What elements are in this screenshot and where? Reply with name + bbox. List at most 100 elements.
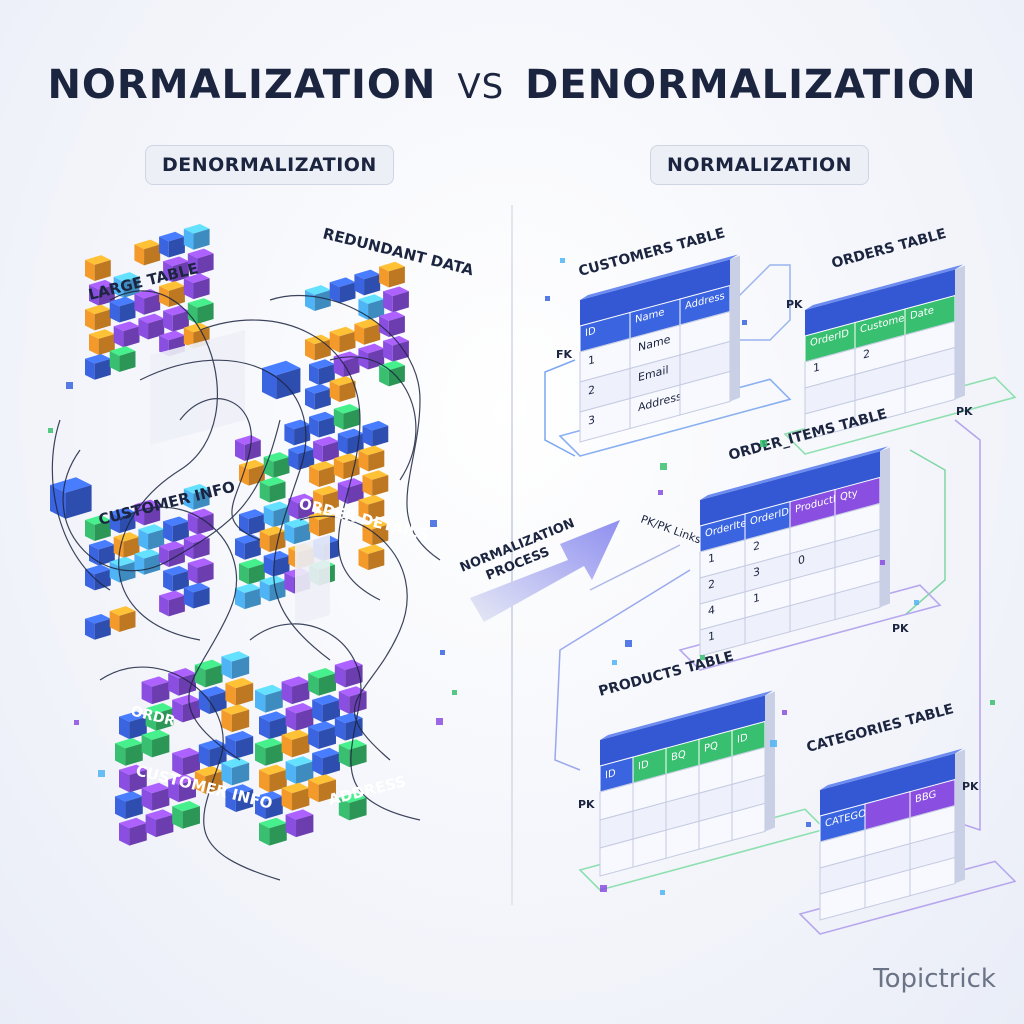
- table-cell: 2: [863, 347, 870, 362]
- data-cube: [309, 411, 335, 438]
- table-header-cell: ID: [605, 768, 616, 782]
- data-cube: [308, 774, 336, 803]
- denormalized-cube-cluster: [50, 223, 409, 846]
- particle-dot: [560, 258, 565, 263]
- data-cube: [235, 533, 261, 560]
- table-cell: 3: [588, 413, 595, 428]
- data-cube: [159, 590, 185, 617]
- data-cube: [109, 606, 136, 632]
- data-cube: [379, 311, 405, 337]
- data-cube: [172, 800, 200, 829]
- data-cube: [329, 376, 356, 402]
- data-cube: [358, 445, 385, 472]
- data-cube: [159, 231, 185, 258]
- data-cube: [362, 420, 389, 447]
- data-cube: [221, 757, 250, 786]
- section-divider: [511, 205, 513, 905]
- data-cube: [85, 515, 111, 541]
- data-cube: [312, 694, 340, 723]
- data-cube: [337, 478, 364, 504]
- table-cell: 0: [798, 553, 805, 568]
- data-cube: [308, 721, 336, 749]
- data-cube: [109, 507, 136, 534]
- data-cube: [337, 428, 364, 455]
- data-cube: [183, 483, 210, 510]
- data-cube: [113, 532, 140, 558]
- particle-dot: [74, 720, 79, 725]
- particle-dot: [66, 382, 73, 389]
- data-cube: [187, 298, 214, 324]
- tangled-lines: [51, 290, 441, 881]
- particle-dot: [545, 296, 550, 301]
- particle-dot: [990, 700, 995, 705]
- table-cell: 3: [753, 565, 760, 580]
- data-cube: [259, 526, 286, 552]
- title-denormalization: DENORMALIZATION: [525, 62, 977, 108]
- title-vs: VS: [457, 67, 505, 107]
- table-header-cell: ID: [638, 759, 649, 773]
- data-cube: [141, 782, 170, 811]
- particle-dot: [782, 710, 787, 715]
- data-cube: [225, 730, 254, 759]
- particles: [48, 258, 995, 895]
- data-cube: [259, 711, 287, 740]
- data-cube: [194, 659, 223, 688]
- data-cube: [163, 256, 189, 283]
- data-cube: [194, 765, 223, 794]
- particle-dot: [880, 560, 885, 565]
- data-cube: [354, 269, 381, 296]
- data-cube: [362, 470, 389, 497]
- data-cube: [288, 493, 315, 520]
- data-cube: [168, 667, 196, 696]
- data-cube: [281, 676, 310, 705]
- data-cube: [255, 684, 283, 713]
- data-cube: [235, 583, 261, 610]
- table-cell: 2: [753, 539, 760, 554]
- data-cube: [255, 791, 283, 819]
- data-cube: [119, 817, 147, 846]
- data-cube: [259, 575, 286, 602]
- data-cube: [255, 737, 283, 766]
- table-cell: 1: [813, 360, 820, 375]
- address-label: ADDRESS: [327, 772, 408, 809]
- data-cube: [358, 544, 385, 571]
- particle-dot: [436, 718, 443, 725]
- data-cube: [308, 667, 336, 696]
- data-cube: [187, 248, 214, 275]
- data-cube: [172, 747, 200, 776]
- data-cube: [113, 321, 140, 348]
- normalization-section-badge: NORMALIZATION: [650, 145, 870, 185]
- key-label: PK: [786, 298, 803, 311]
- table-header-cell: PQ: [704, 740, 718, 755]
- data-cube: [309, 510, 335, 537]
- data-cube: [334, 659, 363, 688]
- data-cube: [134, 239, 161, 266]
- data-cube: [163, 305, 189, 332]
- data-cube: [313, 485, 339, 512]
- data-cube: [329, 326, 356, 353]
- table-cell: 1: [753, 591, 760, 606]
- data-cube: [163, 565, 189, 592]
- data-cube: [285, 702, 314, 731]
- page-title: NORMALIZATION VS DENORMALIZATION: [0, 62, 1024, 108]
- table-title: ORDERS TABLE: [830, 226, 948, 272]
- data-cube: [221, 651, 250, 679]
- data-cube: [329, 277, 356, 304]
- key-label: PK: [962, 780, 979, 793]
- data-cube: [187, 508, 214, 535]
- data-cube: [109, 556, 136, 583]
- data-cube: [379, 261, 405, 288]
- data-cube: [89, 329, 115, 356]
- table-header-cell: ID: [585, 325, 596, 339]
- particle-dot: [98, 770, 105, 777]
- table-title: CATEGORIES TABLE: [805, 701, 955, 756]
- particle-dot: [770, 740, 777, 747]
- data-cube: [284, 518, 311, 545]
- key-label: PK: [892, 622, 909, 635]
- data-cube: [305, 285, 331, 311]
- particle-dot: [658, 490, 663, 495]
- data-cube: [309, 359, 335, 386]
